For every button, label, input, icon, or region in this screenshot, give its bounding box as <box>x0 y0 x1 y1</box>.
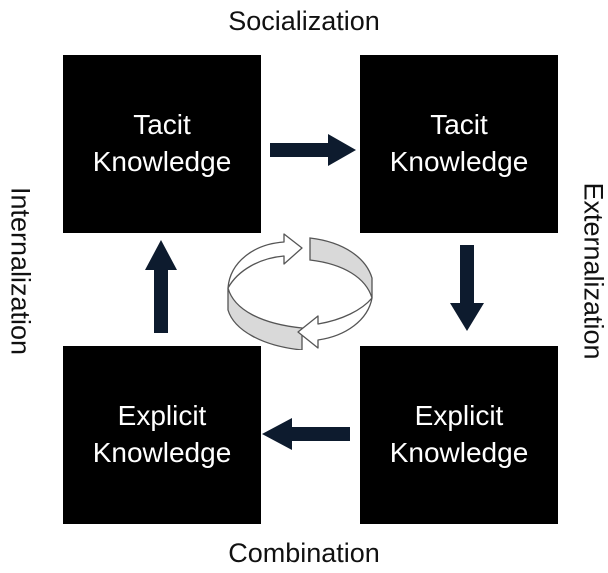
cycle-arrows-icon <box>227 233 373 350</box>
externalization-label: Externalization <box>578 182 608 360</box>
box-line-1: Explicit <box>117 400 207 432</box>
explicit-knowledge-box-bottom-right: Explicit Knowledge <box>360 346 558 524</box>
box-line-2: Knowledge <box>92 437 232 468</box>
internalization-label: Internalization <box>5 186 36 356</box>
socialization-label: Socialization <box>228 6 380 36</box>
arrow-left-icon <box>262 418 350 450</box>
box-line-1: Explicit <box>414 400 504 432</box>
box-line-1: Tacit <box>133 109 191 141</box>
box-line-2: Knowledge <box>389 146 529 177</box>
explicit-knowledge-box-bottom-left: Explicit Knowledge <box>63 346 261 524</box>
box-line-2: Knowledge <box>389 437 529 468</box>
box-line-2: Knowledge <box>92 146 232 177</box>
box-line-1: Tacit <box>430 109 488 141</box>
combination-label: Combination <box>228 538 380 568</box>
arrow-up-icon <box>145 240 177 333</box>
arrow-right-icon <box>270 134 356 166</box>
tacit-knowledge-box-top-left: Tacit Knowledge <box>63 55 261 233</box>
arrow-down-icon <box>450 245 484 331</box>
tacit-knowledge-box-top-right: Tacit Knowledge <box>360 55 558 233</box>
